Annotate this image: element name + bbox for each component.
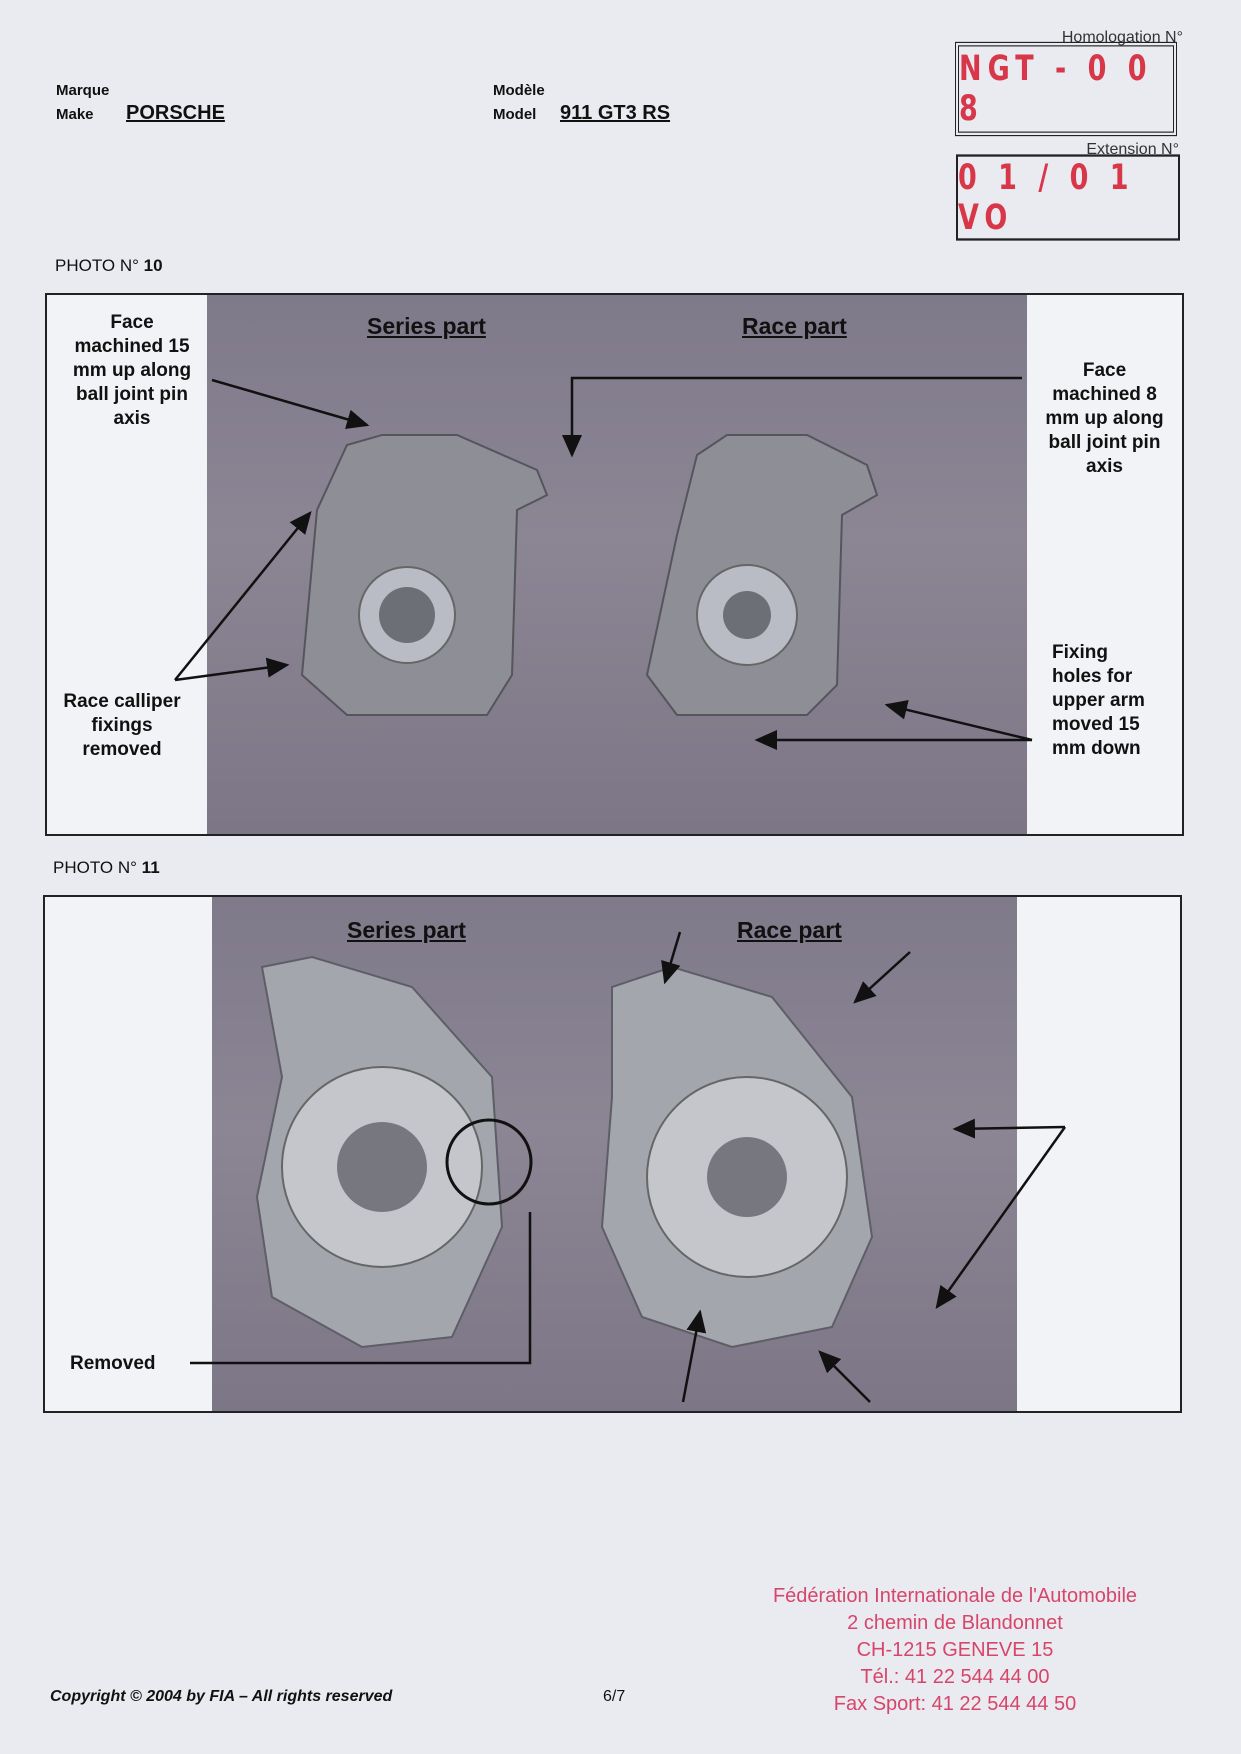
photo10-caption: PHOTO N° 10	[55, 256, 163, 276]
photo11-image: Series part Race part	[212, 897, 1017, 1411]
photo-label: PHOTO N°	[55, 256, 139, 275]
fia-city: CH-1215 GENEVE 15	[856, 1639, 1054, 1661]
make-label-en: Make	[56, 106, 94, 123]
annotation-face-15mm: Face machined 15 mm up along ball joint …	[72, 312, 192, 429]
model-label-en: Model	[493, 106, 537, 123]
photo10-image: Series part Race part	[207, 295, 1027, 834]
photo11-caption: PHOTO N° 11	[53, 858, 160, 878]
model-value: 911 GT3 RS	[560, 102, 671, 124]
photo10-arrows	[174, 376, 1033, 750]
photo11-frame: Series part Race part Removed	[43, 895, 1182, 1413]
photo10-race-title: Race part	[742, 313, 847, 339]
fia-fax: Fax Sport: 41 22 544 44 50	[833, 1693, 1077, 1715]
knuckle-parts-illustration	[255, 955, 874, 1349]
homologation-stamp: NGT - 0 0 8	[955, 41, 1177, 137]
photo11-series-title: Series part	[347, 917, 466, 943]
photo10-series-title: Series part	[367, 313, 486, 339]
make-label-fr: Marque	[56, 82, 110, 99]
photo11-race-title: Race part	[737, 917, 842, 943]
knuckle-parts-illustration	[300, 434, 879, 716]
photo-label: PHOTO N°	[53, 858, 137, 877]
extension-stamp: 0 1 / 0 1 VO	[956, 154, 1180, 241]
annotation-race-calliper: Race calliper fixings removed	[63, 691, 181, 760]
photo10-frame: Series part Race part Face machined 15 m…	[45, 293, 1184, 836]
photo11-arrows	[190, 931, 1067, 1403]
annotation-removed: Removed	[70, 1353, 156, 1374]
page-number: 6/7	[603, 1688, 626, 1705]
copyright: Copyright © 2004 by FIA – All rights res…	[50, 1688, 393, 1705]
make-value: PORSCHE	[126, 102, 225, 124]
photo-number: 10	[143, 256, 163, 275]
fia-address-stamp: Fédération Internationale de l'Automobil…	[760, 1583, 1150, 1718]
extension-label: Extension N°	[1086, 141, 1179, 158]
annotation-face-8mm: Face machined 8 mm up along ball joint p…	[1045, 360, 1164, 477]
fia-street: 2 chemin de Blandonnet	[847, 1612, 1063, 1634]
fia-phone: Tél.: 41 22 544 44 00	[860, 1666, 1050, 1688]
model-label-fr: Modèle	[493, 82, 545, 99]
homologation-label: Homologation N°	[1061, 29, 1183, 46]
photo-number: 11	[141, 858, 160, 877]
annotation-fixing-holes: Fixing holes for upper arm moved 15 mm d…	[1052, 642, 1145, 759]
fia-name: Fédération Internationale de l'Automobil…	[772, 1585, 1138, 1607]
